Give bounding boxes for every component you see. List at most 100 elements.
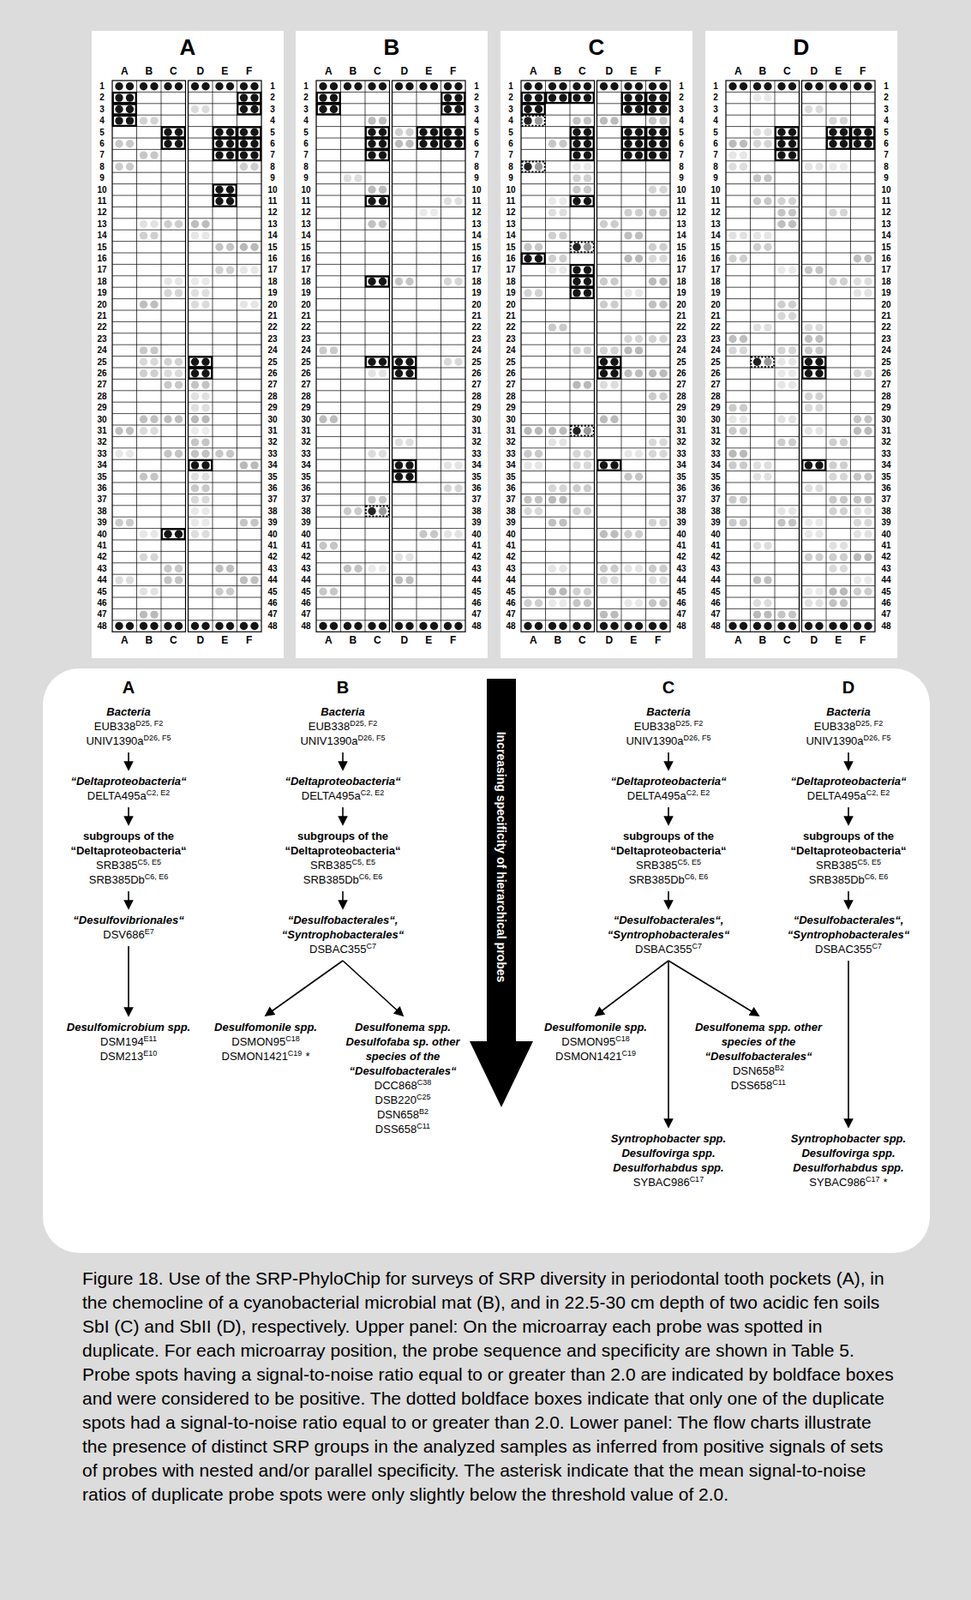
probe-spot (610, 116, 618, 125)
probe-spot (777, 220, 786, 228)
probe-spot (201, 518, 210, 527)
grid-line (440, 80, 442, 632)
probe-spot (454, 128, 462, 137)
probe-spot (534, 162, 543, 171)
probe-spot (149, 220, 158, 228)
grid-line (112, 240, 186, 242)
probe-spot (534, 254, 543, 263)
probe-spot (523, 93, 532, 102)
probe-line: SRB385C5, E5 (53, 857, 204, 873)
probe-spot (763, 243, 772, 252)
probe-spot (523, 162, 532, 171)
array-block (521, 80, 595, 632)
probe-position: C2, E2 (866, 788, 891, 798)
probe-spot (763, 610, 772, 618)
probe-spot (804, 518, 813, 527)
row-number: 29 (466, 401, 487, 414)
probe-spot (558, 426, 567, 435)
probe-spot (635, 231, 643, 240)
row-number: 29 (262, 401, 283, 414)
row-number: 14 (262, 229, 283, 241)
row-number: 2 (875, 91, 897, 103)
grid-line (802, 321, 876, 323)
probe-spot (635, 335, 643, 343)
grid-line (112, 310, 186, 312)
probe-spot (828, 139, 837, 148)
row-number: 21 (706, 310, 726, 322)
probe-spot (149, 610, 158, 618)
probe-spot (853, 139, 862, 148)
grid-line (597, 183, 672, 185)
grid-line (725, 332, 800, 334)
probe-spot (378, 116, 387, 125)
probe-spot (763, 93, 772, 102)
grid-line (112, 447, 186, 449)
grid-line (521, 240, 595, 242)
grid-line (725, 344, 800, 346)
probe-spot (583, 380, 592, 389)
half-positive-box (750, 356, 774, 367)
grid-line (521, 183, 595, 185)
probe-spot (763, 231, 772, 240)
probe-line: EUB338D25, F2 (593, 719, 744, 734)
probe-spot (815, 552, 823, 561)
grid-line (112, 585, 186, 587)
grid-line (802, 114, 876, 116)
probe-name: DELTA495a (87, 789, 147, 803)
probe-spot (443, 82, 452, 90)
probe-spot (828, 461, 837, 469)
probe-spot (367, 82, 376, 90)
probe-spot (863, 288, 872, 297)
taxon-name: “Desulfobacterales“, “Syntrophobacterale… (773, 912, 924, 942)
row-number: 13 (501, 218, 521, 230)
grid-line (392, 504, 467, 506)
probe-spot (329, 105, 338, 114)
probe-name: DSN658 (377, 1108, 420, 1121)
row-number: 44 (875, 574, 897, 586)
probe-spot (815, 403, 823, 412)
probe-line: DSS658C11 (334, 1121, 472, 1137)
probe-spot (599, 300, 608, 309)
probe-spot (125, 93, 134, 102)
grid-line (188, 493, 263, 495)
probe-spot (174, 128, 183, 137)
probe-spot (405, 277, 414, 286)
row-number: 20 (706, 299, 726, 311)
probe-spot (777, 139, 786, 148)
probe-spot (777, 197, 786, 205)
row-number: 1 (875, 80, 897, 92)
row-number: 15 (671, 241, 692, 253)
grid-line (392, 195, 467, 197)
grid-line (392, 183, 467, 185)
row-number: 41 (671, 539, 692, 552)
grid-line (521, 504, 595, 506)
probe-spot (548, 82, 557, 90)
row-number: 35 (671, 471, 692, 483)
grid-line (802, 195, 876, 197)
probe-spot (853, 128, 862, 137)
probe-spot (226, 197, 234, 205)
probe-spot (250, 300, 258, 309)
probe-spot (174, 358, 183, 366)
grid-line (725, 482, 800, 484)
grid-line (725, 206, 800, 208)
probe-position: C2, E2 (686, 788, 711, 798)
probe-line: DSM194E11 (53, 1034, 204, 1049)
positive-box (213, 126, 237, 138)
probe-line: SRB385DbC6, E6 (53, 872, 204, 888)
row-number: 23 (92, 333, 112, 345)
probe-position: C11 (416, 1121, 431, 1131)
column-letter: D (597, 634, 623, 647)
row-number: 42 (296, 551, 316, 563)
row-number: 18 (92, 275, 112, 288)
probe-spot (583, 461, 592, 469)
grid-line (188, 482, 263, 484)
probe-spot (191, 300, 199, 309)
row-number: 8 (501, 161, 521, 173)
grid-line (392, 493, 467, 495)
probe-spot (149, 587, 158, 596)
probe-line: SRB385DbC6, E6 (593, 872, 744, 888)
positive-box (161, 138, 186, 150)
grid-line (340, 80, 342, 632)
probe-spot (191, 484, 199, 492)
